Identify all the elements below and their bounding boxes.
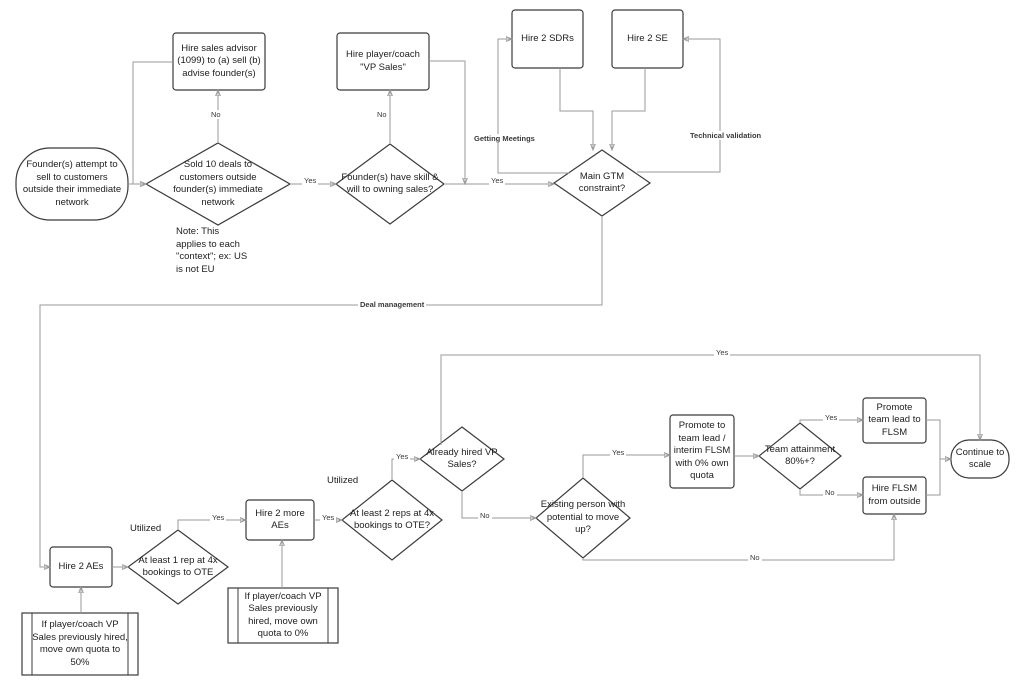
edge-label-technical-validation: Technical validation (688, 131, 764, 140)
edge-label-yes-founders-gtm: Yes (489, 176, 506, 185)
shape-hire-2-aes (49, 546, 113, 588)
edge-playercoach-to-gtm (429, 60, 465, 184)
edge-label-getting-meetings: Getting Meetings (472, 134, 537, 143)
shape-founders-skill-will (334, 143, 446, 225)
edge-label-no-player-coach: No (375, 110, 389, 119)
edge-gtm-technical-validation-to-se (637, 39, 721, 173)
edge-label-no-team-attainment: No (823, 488, 837, 497)
edge-promote-flsm-to-scale (926, 419, 951, 459)
shape-hire-2-se (611, 9, 684, 69)
edge-hire-flsm-to-scale (926, 458, 951, 496)
shape-start-founder-sell (15, 147, 129, 221)
shape-at-least-2-reps (341, 479, 443, 561)
shape-hire-flsm-outside (862, 476, 927, 515)
edge-label-no-advisor: No (209, 110, 223, 119)
edge-label-no-existing-bottom: No (748, 553, 762, 562)
edge-reps2-yes-to-already-hired (391, 459, 420, 480)
note-context: Note: This applies to each "context"; ex… (176, 226, 248, 275)
edge-se-back-to-gtm (612, 68, 646, 150)
edge-gtm-deal-management-to-aes (39, 216, 603, 567)
edge-label-no-already-hired: No (478, 511, 492, 520)
edge-label-yes-existing-person: Yes (610, 448, 627, 457)
edge-label-utilized-aes: Utilized (128, 523, 164, 534)
edge-label-yes-sold10: Yes (302, 176, 319, 185)
shape-note-vp-quota-0 (227, 587, 339, 644)
shape-at-least-1-rep (126, 529, 230, 605)
shape-promote-to-team-lead (669, 414, 735, 489)
edge-attainment-no-to-hire-flsm (799, 489, 863, 495)
edge-already-hired-yes-to-scale (440, 354, 980, 445)
edge-attainment-yes-to-promote-flsm (799, 420, 863, 423)
edge-label-utilized-more-aes: Utilized (325, 475, 361, 486)
shape-team-attainment (758, 422, 842, 490)
shape-continue-to-scale (950, 439, 1010, 479)
edge-sdrs-back-to-gtm (559, 68, 593, 150)
shape-hire-player-coach (336, 32, 430, 91)
shape-sold-10-deals (144, 142, 292, 226)
edge-existing-no-to-hire-flsm (582, 514, 894, 561)
edge-already-hired-no-to-existing (461, 491, 536, 518)
edge-label-yes-already-hired-scale: Yes (714, 348, 731, 357)
shape-already-hired-vp-sales (419, 426, 505, 492)
edge-label-yes-rep1-more-aes: Yes (210, 513, 227, 522)
shape-promote-team-lead-flsm (862, 397, 927, 444)
edge-label-yes-more-aes-reps2: Yes (320, 513, 337, 522)
shape-note-vp-quota-50 (21, 612, 139, 676)
edge-label-yes-reps2-already-hired: Yes (394, 452, 411, 461)
edge-existing-yes-to-promote (582, 455, 670, 478)
edge-advisor-loop-back (132, 61, 173, 184)
shape-hire-2-sdrs (511, 9, 584, 69)
edge-gtm-getting-meetings-to-sdrs (497, 39, 570, 174)
shape-hire-2-more-aes (245, 499, 315, 541)
edge-label-deal-management: Deal management (358, 300, 427, 309)
shape-hire-sales-advisor (172, 32, 266, 91)
shape-main-gtm-constraint (552, 149, 652, 217)
edge-label-yes-team-attainment: Yes (823, 413, 840, 422)
shape-existing-person-potential (535, 477, 631, 559)
